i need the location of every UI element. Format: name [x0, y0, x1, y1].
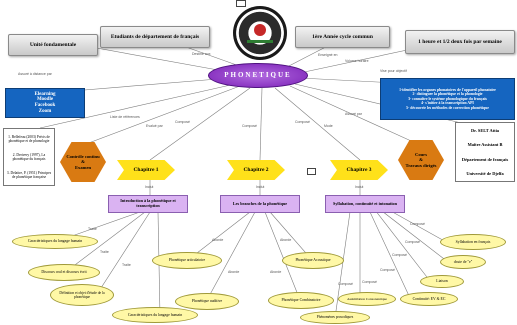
elearning-1: Moodle — [36, 97, 54, 103]
edge-label-traite-2: Traite — [100, 250, 109, 254]
teacher-2: Département de français — [461, 156, 509, 162]
logo-bar — [247, 40, 273, 43]
node-chapitre-3[interactable]: Chapitre 3 — [330, 160, 388, 180]
edge-label-inclut-2: Inclut — [256, 185, 265, 189]
edge-label-aborde-2: Aborde — [280, 238, 292, 242]
controle-1: & — [81, 159, 85, 165]
edge-label-reference: Liste de références — [110, 115, 140, 119]
elearning-3: Zoom — [38, 108, 52, 114]
leaf-c3-5[interactable]: Phénomènes prosodiques — [300, 311, 370, 324]
edge-center-controle — [69, 85, 241, 151]
edge-center-ch2 — [259, 87, 263, 161]
edge-label-aborde-4: Aborde — [270, 270, 282, 274]
controle-0: Contrôle continu — [66, 154, 100, 160]
edge-label-mode: Mode — [324, 124, 333, 128]
edge-label-compose-2: Composé — [242, 124, 257, 128]
leaf-c3-1[interactable]: chute de "e" — [440, 255, 486, 269]
edge-label-destine: Destiné aux — [192, 52, 211, 56]
objectif-1: 2- distinguer la phonétique et la phonol… — [412, 92, 483, 97]
node-branches[interactable]: Les branches de la phonétique — [220, 195, 300, 213]
node-references[interactable]: 1. Bellefeau (2003) Précis de phonétique… — [3, 128, 55, 186]
ref-1: 2. Derivery (1997), La phonétique du fra… — [12, 152, 46, 161]
cours-2: Travaux dirigés — [405, 162, 437, 168]
edge-label-compose-3: Composé — [295, 120, 310, 124]
leaf-c1-0[interactable]: Caractéristiques du langage humain — [12, 234, 98, 249]
node-objectifs[interactable]: 1-identifier les organes phonatoires de … — [380, 78, 515, 120]
edge-label-compose-5: Composé — [405, 240, 420, 244]
objectif-0: 1-identifier les organes phonatoires de … — [399, 88, 496, 93]
leaf-c1-2[interactable]: Définition et objet d'étude de la phonét… — [50, 284, 114, 306]
cours-1: & — [419, 157, 423, 163]
node-chapitre-1[interactable]: Chapitre 1 — [117, 160, 175, 180]
ref-2: 3. Delattre, P. (1951) Principes de phon… — [6, 170, 52, 179]
edge-label-vise: Vise pour objectif — [380, 69, 407, 73]
objectif-3: 4- s'initier à la transcription API — [421, 101, 474, 106]
edge-label-compose-1: Composé — [175, 120, 190, 124]
cours-0: Cours — [415, 152, 427, 158]
ref-0: 1. Bellefeau (2003) Précis de phonétique… — [8, 134, 50, 143]
edge-label-compose-8: Composé — [362, 280, 377, 284]
leaf-c3-4[interactable]: Assimilation Consonantique — [338, 292, 396, 306]
leaf-c2-2[interactable]: Phonétique auditive — [175, 293, 239, 310]
node-heures[interactable]: 1 heure et 1/2 deux fois par semaine — [405, 30, 515, 54]
leaf-c1-3[interactable]: Caractéristiques du langage humain — [112, 307, 198, 323]
elearning-0: Elearning — [34, 91, 56, 97]
edge-label-volume: Volume horaire — [345, 59, 369, 63]
leaf-c3-3[interactable]: Continuité: EV & EC — [400, 292, 458, 306]
teacher-1: Maître Assistant B — [467, 142, 503, 148]
edge-center-refs — [39, 83, 236, 129]
edge-label-compose-6: Composé — [392, 253, 407, 257]
edge-label-aborde-3: Aborde — [228, 270, 240, 274]
edge-label-compose-7: Composé — [380, 268, 395, 272]
edge-center-ch3 — [274, 87, 361, 161]
edge-label-enseigne: Enseigné en — [318, 53, 338, 57]
node-elearning[interactable]: Elearning Moodle Facebook Zoom — [5, 88, 85, 118]
edge-label-compose-4: Composé — [410, 222, 425, 226]
edge-label-traite-3: Traite — [122, 263, 131, 267]
leaf-c2-0[interactable]: Phonétique articulatoire — [152, 252, 222, 269]
document-icon — [236, 0, 246, 7]
edge-center-ch1 — [149, 87, 251, 161]
logo-emblem — [254, 24, 266, 36]
leaf-c3-0[interactable]: Syllabation en français — [440, 234, 506, 250]
teacher-0: Dr. SELT Attia — [470, 127, 500, 133]
note-icon — [307, 168, 316, 175]
leaf-c2-1[interactable]: Phonétique Acoustique — [282, 252, 344, 269]
elearning-2: Facebook — [34, 103, 56, 108]
leaf-c2-3[interactable]: Phonétique Combinatoire — [268, 292, 334, 309]
controle-2: Examen — [74, 164, 92, 170]
node-etudiants[interactable]: Etudiants de département de français — [100, 26, 210, 48]
node-annee[interactable]: 1ère Année cycle commun — [295, 26, 390, 48]
edge-label-traite-1: Traite — [88, 227, 97, 231]
objectif-2: 3- connaître le système phonologique du … — [408, 96, 487, 101]
edge-label-assure: Assuré à distance par — [18, 72, 52, 76]
node-controle[interactable]: Contrôle continu & Examen — [60, 142, 106, 182]
edge-label-evalue: Evalué par — [146, 124, 163, 128]
node-intro[interactable]: Introduction à la phonétique et transcri… — [108, 195, 188, 213]
edge-label-inclut-1: Inclut — [145, 185, 154, 189]
leaf-c3-2[interactable]: Liaison — [420, 275, 464, 288]
university-logo — [233, 6, 287, 60]
edge-center-cours — [289, 85, 421, 146]
edge-label-inclut-3: Inclut — [355, 185, 364, 189]
node-unite[interactable]: Unité fondamentale — [8, 34, 98, 56]
node-syllabation[interactable]: Syllabation, continuité et intonation — [325, 195, 405, 213]
edge-center-elearning — [59, 77, 231, 93]
node-phonetique[interactable]: PHONETIQUE — [208, 63, 308, 88]
node-teacher[interactable]: Dr. SELT Attia Maître Assistant B Départ… — [455, 122, 515, 182]
objectif-4: 5- découvrir les méthodes de correction … — [406, 105, 489, 110]
edge-label-assure-par: Assuré par — [345, 112, 362, 116]
edge-label-aborde-1: Aborde — [212, 238, 224, 242]
node-chapitre-2[interactable]: Chapitre 2 — [227, 160, 285, 180]
teacher-3: Université de Djelfa — [466, 171, 504, 177]
leaf-c1-1[interactable]: Discours oral et discours écrit — [28, 264, 100, 281]
edge-label-compose-9: Composé — [338, 282, 353, 286]
